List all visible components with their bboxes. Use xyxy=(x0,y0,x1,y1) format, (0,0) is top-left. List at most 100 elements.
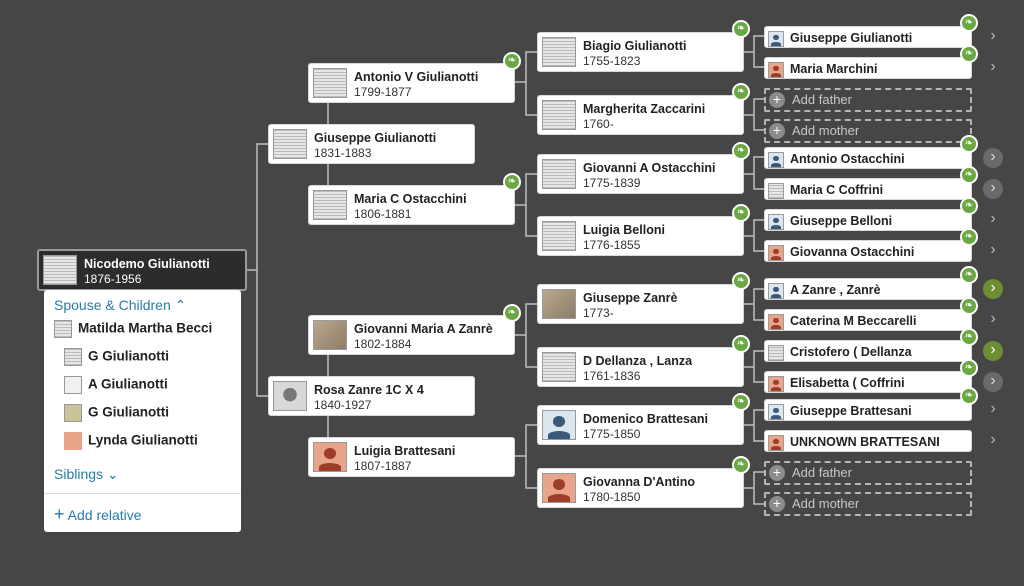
child-item[interactable]: G Giulianotti xyxy=(64,404,169,422)
parent-card-mother[interactable]: Rosa Zanre 1C X 4 1840-1927 xyxy=(268,376,475,416)
grandparent-card[interactable]: Antonio V Giulianotti 1799-1877 xyxy=(308,63,515,103)
family-panel: Spouse & Children ⌃ Matilda Martha Becci… xyxy=(44,290,241,532)
person-name: Cristofero ( Dellanza xyxy=(790,345,912,359)
person-dates: 1773- xyxy=(583,306,614,320)
leaf-hint-icon[interactable]: ❧ xyxy=(732,20,750,38)
child-item[interactable]: Lynda Giulianotti xyxy=(64,432,198,450)
chevron-right-icon[interactable]: › xyxy=(990,431,996,448)
leaf-hint-icon[interactable]: ❧ xyxy=(960,166,978,184)
person-name: Luigia Belloni xyxy=(583,223,665,237)
grandparent-card[interactable]: Maria C Ostacchini 1806-1881 xyxy=(308,185,515,225)
great-grandparent-card[interactable]: Giovanna D'Antino 1780-1850 xyxy=(537,468,744,508)
person-name: UNKNOWN BRATTESANI xyxy=(790,435,940,449)
leaf-hint-icon[interactable]: ❧ xyxy=(732,456,750,474)
ancestor-card[interactable]: Maria C Coffrini xyxy=(764,178,972,200)
leaf-hint-icon[interactable]: ❧ xyxy=(960,45,978,63)
leaf-hint-icon[interactable]: ❧ xyxy=(503,304,521,322)
great-grandparent-card[interactable]: Giuseppe Zanrè 1773- xyxy=(537,284,744,324)
plus-icon: + xyxy=(769,92,785,108)
add-father-button[interactable]: + Add father xyxy=(764,88,972,112)
ancestor-card[interactable]: Giovanna Ostacchini xyxy=(764,240,972,262)
person-name: Caterina M Beccarelli xyxy=(790,314,917,328)
chevron-right-icon[interactable]: › xyxy=(983,179,1003,199)
ancestor-card[interactable]: Giuseppe Belloni xyxy=(764,209,972,231)
leaf-hint-icon[interactable]: ❧ xyxy=(960,387,978,405)
leaf-hint-icon[interactable]: ❧ xyxy=(732,272,750,290)
person-name: Giovanni Maria A Zanrè xyxy=(354,322,493,336)
great-grandparent-card[interactable]: D Dellanza , Lanza 1761-1836 xyxy=(537,347,744,387)
chevron-right-icon[interactable]: › xyxy=(990,310,996,327)
add-father-button[interactable]: + Add father xyxy=(764,461,972,485)
child-name: Lynda Giulianotti xyxy=(88,432,198,448)
person-photo xyxy=(542,221,576,251)
chevron-up-icon: ⌃ xyxy=(170,297,187,313)
great-grandparent-card[interactable]: Margherita Zaccarini 1760- xyxy=(537,95,744,135)
chevron-right-icon[interactable]: › xyxy=(983,372,1003,392)
ancestor-card[interactable]: UNKNOWN BRATTESANI xyxy=(764,430,972,452)
ancestor-card[interactable]: Maria Marchini xyxy=(764,57,972,79)
leaf-hint-icon[interactable]: ❧ xyxy=(732,393,750,411)
leaf-hint-icon[interactable]: ❧ xyxy=(960,328,978,346)
add-label: Add father xyxy=(792,465,852,480)
great-grandparent-card[interactable]: Domenico Brattesani 1775-1850 xyxy=(537,405,744,445)
child-item[interactable]: A Giulianotti xyxy=(64,376,168,394)
chevron-right-icon[interactable]: › xyxy=(990,210,996,227)
leaf-hint-icon[interactable]: ❧ xyxy=(732,204,750,222)
focus-person-card[interactable]: Nicodemo Giulianotti 1876-1956 xyxy=(37,249,247,291)
spouse-item[interactable]: Matilda Martha Becci xyxy=(54,320,212,338)
leaf-hint-icon[interactable]: ❧ xyxy=(960,297,978,315)
male-avatar-icon xyxy=(768,214,784,230)
leaf-hint-icon[interactable]: ❧ xyxy=(503,52,521,70)
spouse-children-toggle[interactable]: Spouse & Children ⌃ xyxy=(54,297,186,314)
leaf-hint-icon[interactable]: ❧ xyxy=(732,142,750,160)
female-avatar-icon xyxy=(313,442,347,472)
ancestor-card[interactable]: Elisabetta ( Coffrini xyxy=(764,371,972,393)
leaf-hint-icon[interactable]: ❧ xyxy=(732,83,750,101)
ancestor-card[interactable]: Giuseppe Brattesani xyxy=(764,399,972,421)
parent-card-father[interactable]: Giuseppe Giulianotti 1831-1883 xyxy=(268,124,475,164)
add-relative-label: Add relative xyxy=(67,507,142,523)
add-mother-button[interactable]: + Add mother xyxy=(764,119,972,143)
siblings-toggle[interactable]: Siblings ⌄ xyxy=(54,466,119,483)
leaf-hint-icon[interactable]: ❧ xyxy=(960,228,978,246)
ancestor-card[interactable]: Giuseppe Giulianotti xyxy=(764,26,972,48)
great-grandparent-card[interactable]: Giovanni A Ostacchini 1775-1839 xyxy=(537,154,744,194)
grandparent-card[interactable]: Luigia Brattesani 1807-1887 xyxy=(308,437,515,477)
great-grandparent-card[interactable]: Biagio Giulianotti 1755-1823 xyxy=(537,32,744,72)
great-grandparent-card[interactable]: Luigia Belloni 1776-1855 xyxy=(537,216,744,256)
leaf-hint-icon[interactable]: ❧ xyxy=(960,14,978,32)
chevron-right-icon[interactable]: › xyxy=(990,27,996,44)
chevron-right-icon[interactable]: › xyxy=(990,58,996,75)
person-photo xyxy=(542,289,576,319)
leaf-hint-icon[interactable]: ❧ xyxy=(960,197,978,215)
ancestor-card[interactable]: A Zanre , Zanrè xyxy=(764,278,972,300)
leaf-hint-icon[interactable]: ❧ xyxy=(503,173,521,191)
person-photo xyxy=(273,129,307,159)
ancestor-card[interactable]: Antonio Ostacchini xyxy=(764,147,972,169)
chevron-right-icon[interactable]: › xyxy=(990,400,996,417)
leaf-hint-icon[interactable]: ❧ xyxy=(960,359,978,377)
female-avatar-icon xyxy=(768,314,784,330)
grandparent-card[interactable]: Giovanni Maria A Zanrè 1802-1884 xyxy=(308,315,515,355)
child-item[interactable]: G Giulianotti xyxy=(64,348,169,366)
person-name: Antonio Ostacchini xyxy=(790,152,905,166)
add-mother-button[interactable]: + Add mother xyxy=(764,492,972,516)
chevron-right-icon[interactable]: › xyxy=(983,148,1003,168)
ancestor-card[interactable]: Cristofero ( Dellanza xyxy=(764,340,972,362)
add-relative-button[interactable]: + Add relative xyxy=(54,504,142,525)
person-dates: 1761-1836 xyxy=(583,369,641,383)
ancestor-card[interactable]: Caterina M Beccarelli xyxy=(764,309,972,331)
female-avatar-icon xyxy=(768,435,784,451)
person-photo xyxy=(768,345,784,361)
person-name: Nicodemo Giulianotti xyxy=(84,257,210,271)
chevron-right-icon[interactable]: › xyxy=(990,241,996,258)
leaf-hint-icon[interactable]: ❧ xyxy=(960,266,978,284)
leaf-hint-icon[interactable]: ❧ xyxy=(732,335,750,353)
person-dates: 1806-1881 xyxy=(354,207,412,221)
chevron-right-icon[interactable]: › xyxy=(983,341,1003,361)
person-name: Maria Marchini xyxy=(790,62,878,76)
chevron-right-icon[interactable]: › xyxy=(983,279,1003,299)
person-photo xyxy=(64,404,82,422)
person-dates: 1802-1884 xyxy=(354,337,412,351)
leaf-hint-icon[interactable]: ❧ xyxy=(960,135,978,153)
